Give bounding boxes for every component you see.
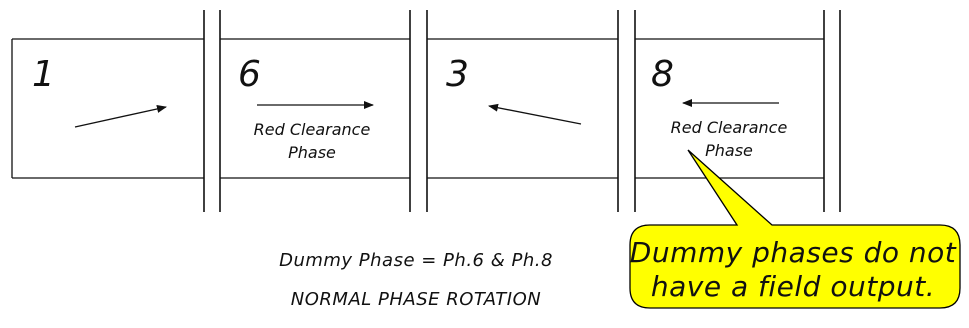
callout-bubble (629, 149, 961, 309)
phase-boxes (11, 38, 824, 179)
callout-line1: Dummy phases do not (630, 236, 957, 269)
phase-3-number: 3 (446, 54, 469, 95)
phase-8-label-line1: Red Clearance (671, 118, 788, 137)
phase-6-label-line1: Red Clearance (254, 120, 371, 139)
phase-8-number: 8 (651, 54, 674, 95)
phase-8-label-line2: Phase (705, 141, 753, 160)
phase-1-number: 1 (32, 54, 55, 95)
phase-3-arrow (488, 103, 582, 125)
dummy-phase-caption: Dummy Phase = Ph.6 & Ph.8 (279, 250, 553, 271)
phase-rotation-caption: NORMAL PHASE ROTATION (291, 289, 541, 310)
phase-1-arrow (74, 105, 167, 128)
barrier-lines (203, 10, 841, 212)
phase-6-number: 6 (238, 54, 261, 95)
callout-line2: have a field output. (651, 270, 935, 303)
phase-6-label-line2: Phase (288, 143, 336, 162)
